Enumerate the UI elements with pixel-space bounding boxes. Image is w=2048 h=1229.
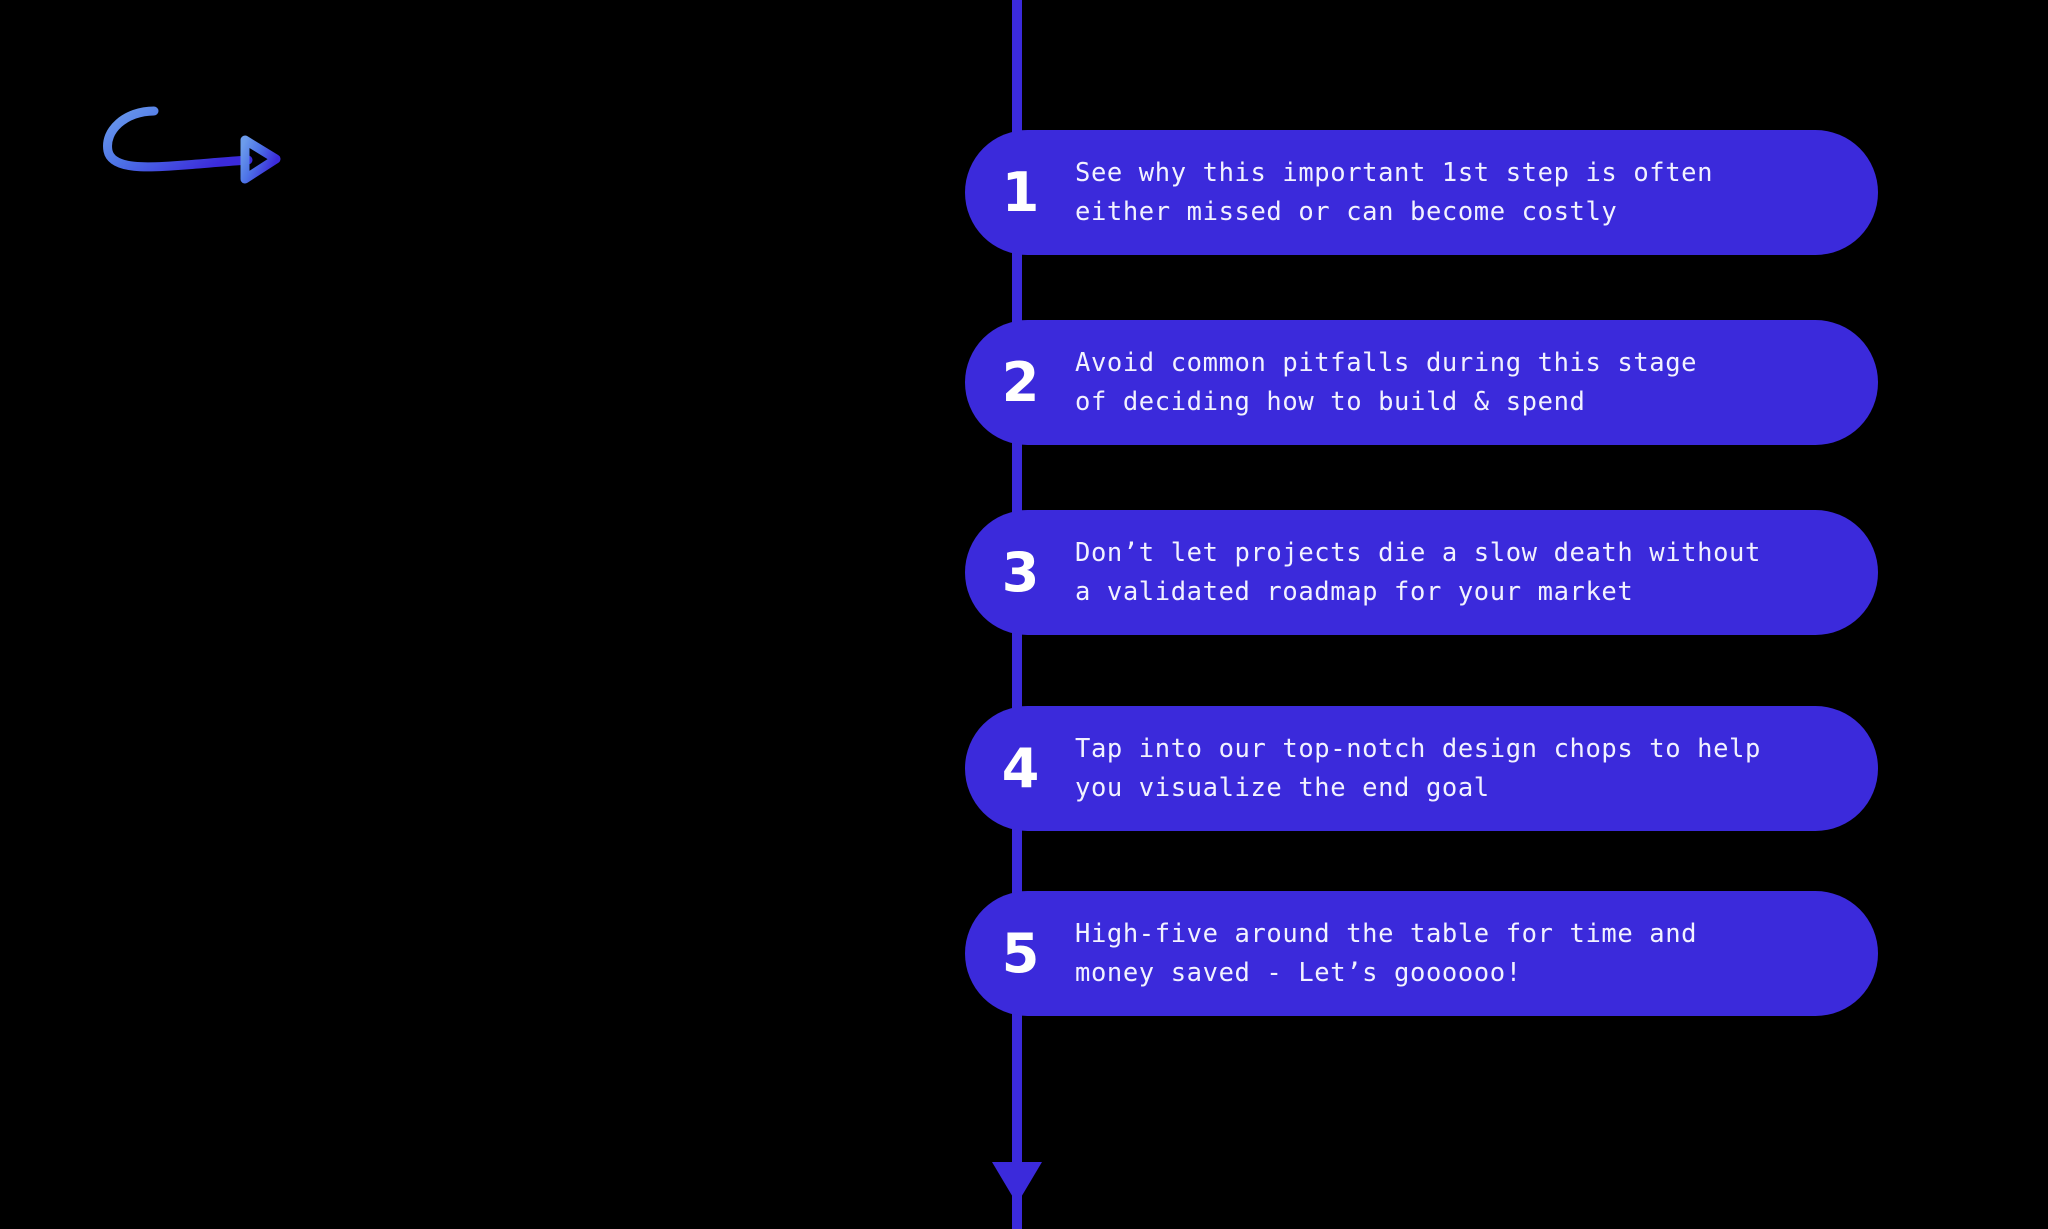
step-text: High-five around the table for time and …	[1075, 918, 1698, 988]
step-number: 4	[1001, 736, 1040, 800]
step-number: 5	[1001, 921, 1040, 985]
curved-arrow-icon	[103, 106, 281, 184]
timeline-step-4[interactable]: 4 Tap into our top-notch design chops to…	[965, 706, 1878, 831]
step-number: 2	[1001, 350, 1040, 414]
timeline-steps: 1 See why this important 1st step is oft…	[965, 0, 1885, 1229]
timeline-step-5[interactable]: 5 High-five around the table for time an…	[965, 891, 1878, 1016]
step-text: See why this important 1st step is often…	[1075, 157, 1714, 227]
step-text: Tap into our top-notch design chops to h…	[1075, 733, 1761, 803]
down-arrowhead-icon	[992, 1162, 1042, 1204]
step-text: Avoid common pitfalls during this stage …	[1075, 347, 1698, 417]
timeline-step-2[interactable]: 2 Avoid common pitfalls during this stag…	[965, 320, 1878, 445]
step-text: Don’t let projects die a slow death with…	[1075, 537, 1761, 607]
timeline-step-1[interactable]: 1 See why this important 1st step is oft…	[965, 130, 1878, 255]
step-number: 1	[1001, 160, 1040, 224]
step-number: 3	[1001, 540, 1040, 604]
timeline-step-3[interactable]: 3 Don’t let projects die a slow death wi…	[965, 510, 1878, 635]
